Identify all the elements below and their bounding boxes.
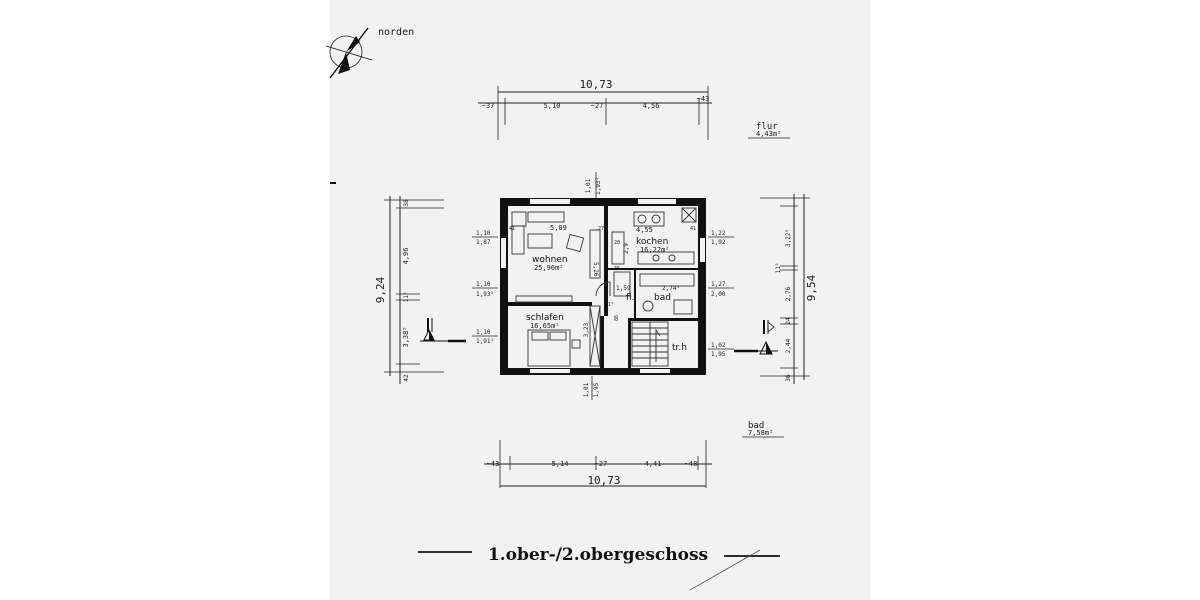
room-bad-dim: 2,74⁵ [662, 285, 680, 292]
flur-note-area: 4,43m² [756, 130, 781, 138]
right-dim-4: 24 [785, 317, 792, 325]
room-kochen-dim2: 2,9 [623, 243, 630, 254]
room-wohnen-dim2: 5,26 [592, 262, 599, 277]
room-fl-name: fl. [626, 293, 635, 303]
right-dimension-chain [760, 194, 810, 384]
misc-dim-3: 27 [598, 226, 604, 232]
room-fl-dim: 1,59 [616, 285, 631, 292]
room-schlafen-name: schlafen [526, 313, 564, 323]
living-furniture [511, 211, 601, 303]
left-dim-5: 42 [403, 374, 410, 382]
left-dim-1: 38 [403, 199, 410, 207]
right-dim-5: 2,44 [785, 338, 792, 353]
misc-dim-4: 20 [614, 240, 620, 246]
bath-furniture [595, 271, 695, 315]
bottom-dim-1: ~43 [487, 460, 500, 468]
bottom-dim-2: 5,14 [552, 460, 569, 468]
north-label: norden [378, 27, 414, 38]
bad-note-name: bad [748, 421, 764, 431]
room-schlafen-dim2: 3,23 [583, 322, 590, 337]
right-dim-1: 3,22⁵ [785, 229, 792, 247]
room-wohnen-dim: 5,09 [550, 224, 567, 232]
top-dimension-chain [478, 86, 712, 140]
left-total-dim: 9,24 [374, 276, 387, 303]
misc-dim-1: 41 [509, 226, 515, 232]
left-dim-2: 4,96 [402, 248, 410, 265]
building-walls [500, 198, 706, 375]
drawing-title: 1.ober-/2.obergeschoss [488, 545, 708, 565]
right-opening-1a: 1,22 [711, 230, 726, 237]
top-dim-5: ~43 [697, 95, 710, 103]
right-opening-2b: 2,00 [711, 291, 726, 298]
section-marker-a [420, 318, 466, 343]
right-opening-1b: 1,92 [711, 239, 726, 246]
right-dim-2: 11⁵ [775, 263, 782, 274]
left-opening-3a: 1,10 [476, 329, 491, 336]
flur-note-name: flur [756, 122, 778, 132]
left-dimension-chain [384, 196, 444, 384]
room-kochen-name: kochen [636, 237, 668, 247]
section-marker-b [734, 320, 778, 355]
bottom-dim-4: 4,41 [645, 460, 662, 468]
pen-stroke [689, 549, 761, 591]
room-treppe-name: tr.h [672, 343, 687, 353]
top-dim-2: 5,10 [544, 102, 561, 110]
room-kochen-area: 16,22m² [640, 246, 670, 254]
room-wohnen-area: 25,96m² [534, 264, 564, 272]
top-total-dim: 10,73 [579, 78, 612, 91]
bottom-total-dim: 10,73 [587, 474, 620, 487]
top-center-dim-2: 1,93⁵ [595, 177, 602, 195]
north-arrow-icon [325, 27, 373, 79]
misc-dim-2: 41 [690, 226, 696, 232]
kitchen-furniture [611, 207, 697, 265]
bottom-dim-5: ~48 [685, 460, 698, 468]
bedroom-furniture [527, 305, 601, 367]
right-dim-3: 2,76 [785, 286, 792, 301]
staircase [631, 321, 669, 367]
room-wohnen-name: wohnen [532, 255, 568, 265]
room-schlafen-area: 16,65m² [530, 322, 560, 330]
bad-note-area: 7,58m² [748, 429, 773, 437]
top-center-dim-1: 1,01 [585, 178, 592, 193]
left-opening-1b: 1,87 [476, 239, 491, 246]
bottom-center-dim-2: 1,95 [593, 382, 600, 397]
right-opening-3b: 1,95 [711, 351, 726, 358]
misc-dim-6: 86 [614, 315, 620, 321]
bottom-dimension-chain [484, 440, 712, 488]
misc-dim-5: 36 [614, 266, 620, 272]
top-dim-1: ~37 [482, 102, 495, 110]
bottom-dim-3: ~27 [595, 460, 608, 468]
left-dim-3: 11⁵ [403, 292, 410, 303]
right-opening-2a: 1,27 [711, 281, 726, 288]
top-dim-4: 4,56 [643, 102, 660, 110]
right-dim-6: 36 [785, 374, 792, 382]
room-bad-name: bad [654, 293, 671, 303]
left-dim-4: 3,38⁵ [402, 326, 410, 347]
bottom-center-dim-1: 1,01 [583, 382, 590, 397]
right-total-dim: 9,54 [805, 274, 818, 301]
right-opening-3a: 1,02 [711, 342, 726, 349]
top-dim-3: ~27 [591, 102, 604, 110]
left-opening-1a: 1,10 [476, 230, 491, 237]
misc-dim-7: 1⁵ [608, 302, 614, 308]
left-opening-2b: 1,93⁵ [476, 291, 494, 298]
room-kochen-dim: 4,55 [636, 226, 653, 234]
left-opening-3b: 1,91⁵ [476, 338, 494, 345]
left-opening-2a: 1,10 [476, 281, 491, 288]
